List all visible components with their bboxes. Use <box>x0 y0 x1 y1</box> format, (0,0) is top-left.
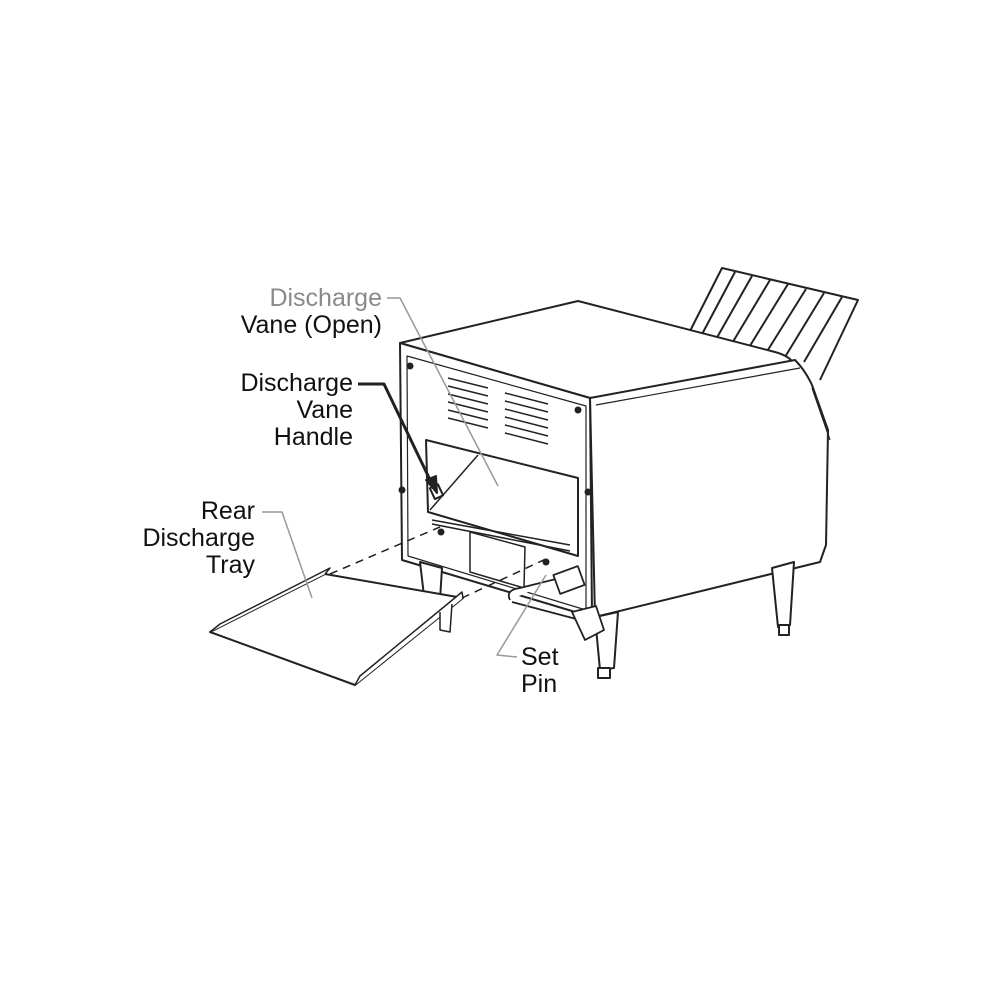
label-line: Tray <box>205 551 255 579</box>
vents <box>447 377 549 445</box>
label-line: Vane (Open) <box>240 311 382 339</box>
label-line: Discharge <box>269 284 382 312</box>
label-line: Pin <box>521 670 558 698</box>
arrowhead <box>425 475 438 494</box>
leader-lines <box>262 297 547 658</box>
handle-leader-arrow <box>358 382 434 485</box>
label-line: Discharge <box>240 369 353 397</box>
label-line: Set <box>521 643 559 671</box>
label-discharge-vane-open: Discharge Vane (Open) <box>241 285 382 339</box>
label-discharge-vane-handle: Discharge Vane Handle <box>240 370 353 451</box>
label-set-pin: Set Pin <box>521 644 559 698</box>
power-cord <box>507 565 605 641</box>
discharge-opening <box>425 439 579 557</box>
discharge-vane <box>429 454 571 552</box>
screws <box>398 362 592 566</box>
label-rear-discharge-tray: Rear Discharge Tray <box>142 498 255 579</box>
label-line: Handle <box>273 423 353 451</box>
label-line: Discharge <box>142 524 255 552</box>
side-panel <box>589 359 829 618</box>
label-line: Rear <box>200 497 255 525</box>
alignment-lines <box>329 526 549 599</box>
wire-rack <box>687 267 859 381</box>
label-line: Vane <box>296 396 353 424</box>
